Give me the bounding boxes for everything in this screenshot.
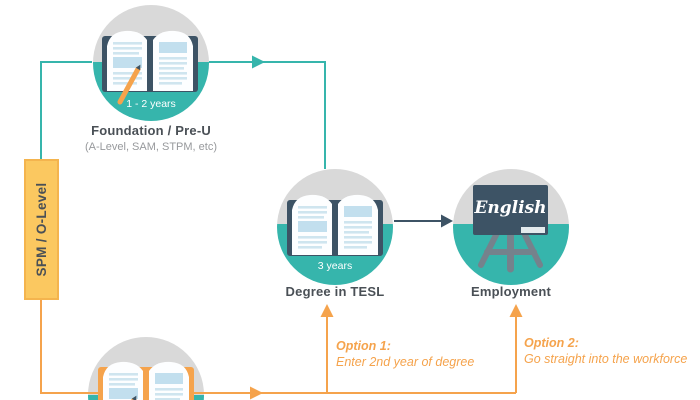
arrowhead-right-icon [250, 386, 263, 400]
board-text: English [473, 198, 546, 218]
open-book-icon [287, 194, 383, 256]
spm-olevel-box: SPM / O-Level [24, 159, 59, 300]
foundation-duration-badge: 1 - 2 years [126, 98, 176, 110]
connector-spm-to-foundation [40, 61, 92, 160]
degree-title: Degree in TESL [286, 284, 385, 299]
connector-degree-to-employment [394, 214, 453, 228]
open-book-icon [98, 361, 194, 400]
degree-duration-badge: 3 years [318, 260, 352, 272]
spm-olevel-label: SPM / O-Level [34, 183, 49, 277]
arrowhead-right-icon [441, 214, 453, 228]
option1-heading: Option 1: [336, 339, 391, 353]
option2-description: Go straight into the workforce [524, 352, 687, 366]
arrowhead-up-icon [509, 304, 523, 317]
option1-description: Enter 2nd year of degree [336, 355, 474, 369]
foundation-title: Foundation / Pre-U [91, 123, 211, 138]
foundation-subtitle: (A-Level, SAM, STPM, etc) [85, 141, 217, 153]
connector-spm-to-options [40, 299, 523, 400]
option2-heading: Option 2: [524, 336, 579, 350]
arrowhead-up-icon [320, 304, 334, 317]
arrowhead-right-icon [252, 55, 265, 69]
blackboard-easel-icon: English [473, 185, 548, 273]
connector-foundation-to-degree [209, 55, 326, 169]
employment-title: Employment [471, 284, 551, 299]
open-book-icon [102, 30, 198, 102]
